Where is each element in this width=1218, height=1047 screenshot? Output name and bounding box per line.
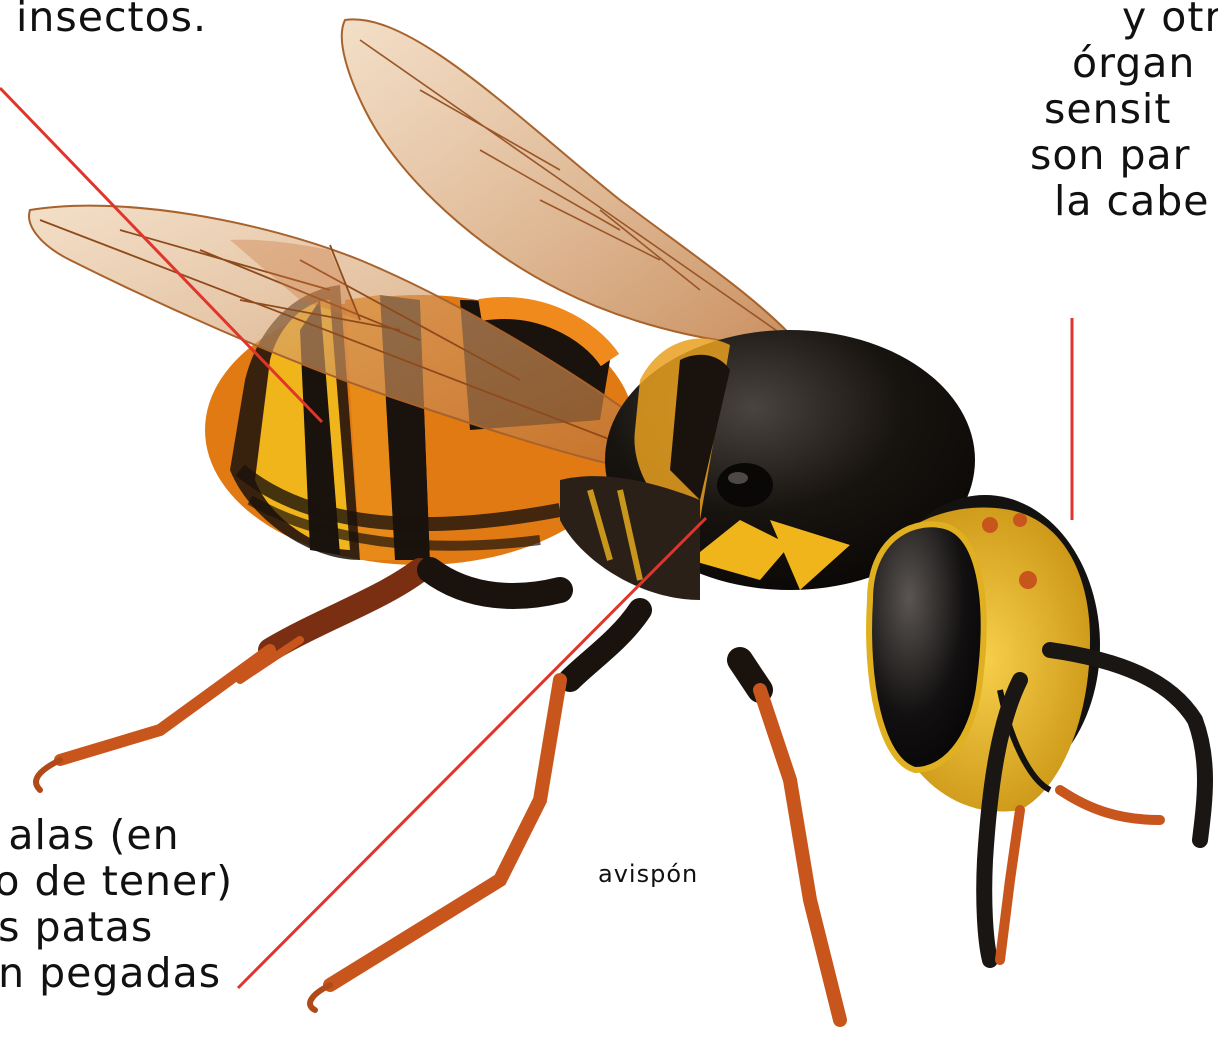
label-top-right-line: la cabe: [1030, 178, 1218, 224]
label-bottom-left: s alas (en so de tener) as patas án pega…: [0, 812, 233, 996]
species-caption: avispón: [598, 860, 698, 888]
hind-legs: [36, 570, 560, 790]
label-bottom-left-line: s alas (en: [0, 812, 233, 858]
label-top-right: y otr órgan sensit son par la cabe: [1030, 0, 1218, 224]
label-top-right-line: órgan: [1030, 40, 1218, 86]
front-legs: [1000, 790, 1160, 960]
label-bottom-left-line: so de tener): [0, 858, 233, 904]
label-top-right-line: son par: [1030, 132, 1218, 178]
label-top-right-line: sensit: [1030, 86, 1218, 132]
middle-legs: [310, 610, 840, 1020]
label-top-left-line: insectos.: [16, 0, 207, 40]
label-top-right-line: y otr: [1050, 0, 1218, 40]
label-bottom-left-line: án pegadas: [0, 950, 233, 996]
label-bottom-left-line: as patas: [0, 904, 233, 950]
label-top-left: insectos.: [16, 0, 207, 40]
